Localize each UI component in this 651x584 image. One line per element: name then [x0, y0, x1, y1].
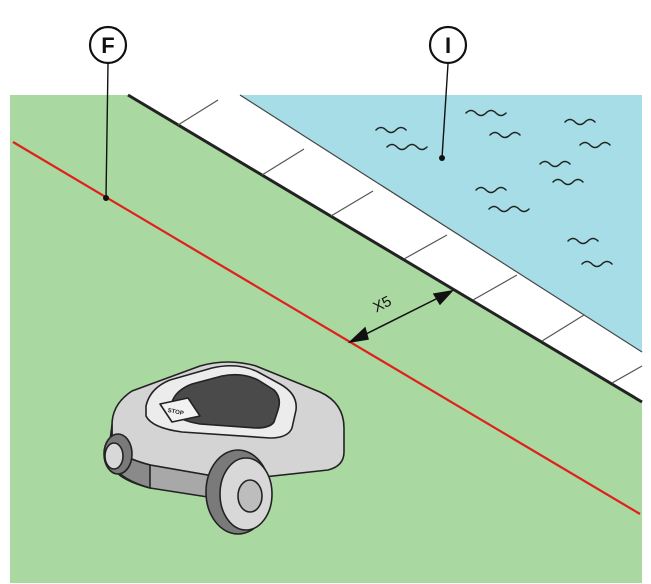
robotic-mower: STOP	[103, 361, 345, 535]
callout-f-label: F	[101, 33, 114, 58]
mower-stop-label: STOP	[167, 408, 184, 417]
dimension-label: X5	[370, 293, 394, 316]
water-waves	[375, 109, 613, 268]
callout-i-label: I	[445, 33, 451, 58]
callout-f: F	[88, 25, 128, 201]
paving-edge-water	[239, 94, 643, 353]
paving-edge-lawn	[127, 93, 643, 404]
dimension-arrow	[347, 289, 455, 344]
boundary-wire	[12, 141, 641, 515]
paving-joints	[177, 99, 643, 384]
callout-i: I	[428, 25, 468, 161]
